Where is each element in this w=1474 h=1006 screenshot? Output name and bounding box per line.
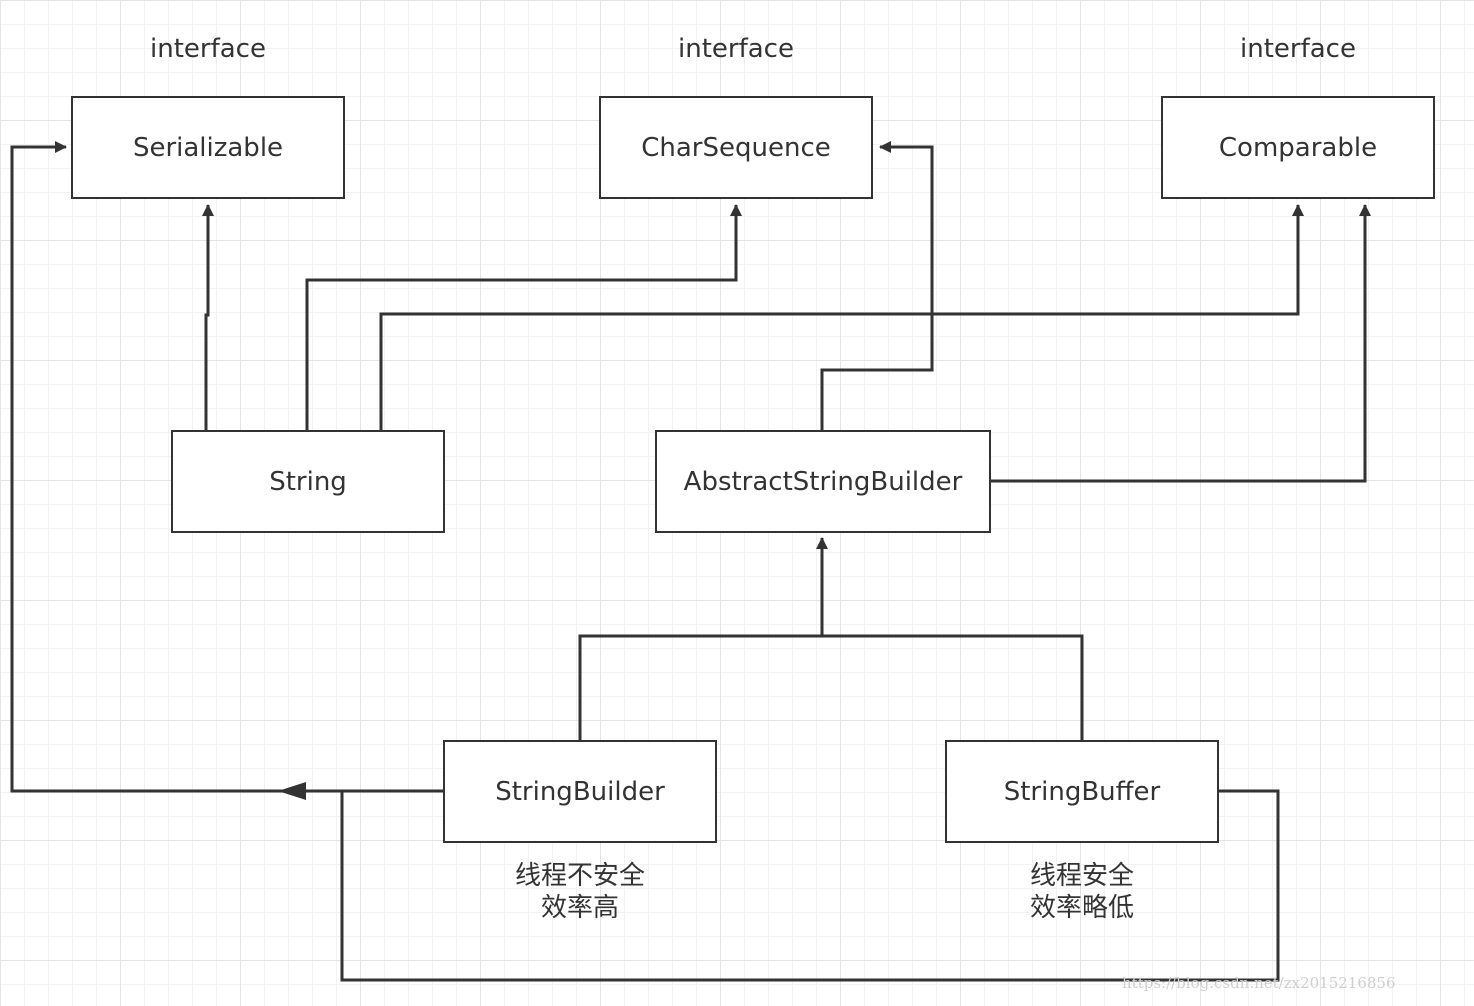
stereotype-serializable: interface — [150, 34, 266, 64]
node-comparable[interactable]: Comparable — [1161, 96, 1435, 199]
edge-midline-arrow — [278, 782, 306, 800]
note-line-thread-safety: 线程不安全 — [514, 861, 645, 891]
edge-string-comparable — [379, 204, 1304, 430]
watermark: https://blog.csdn.net/zx2015216856 — [1122, 974, 1396, 992]
edge-string-serializable — [202, 204, 214, 430]
node-stringbuilder[interactable]: StringBuilder — [443, 740, 717, 843]
node-charsequence[interactable]: CharSequence — [599, 96, 873, 199]
note-stringbuilder: 线程不安全 效率高 — [443, 860, 717, 924]
edge-builders-bus — [578, 634, 1084, 740]
node-label: Comparable — [1218, 132, 1378, 163]
node-stringbuffer[interactable]: StringBuffer — [945, 740, 1219, 843]
note-line-efficiency: 效率高 — [540, 893, 619, 923]
edge-stringbuffer-serializable — [340, 789, 1280, 982]
node-abstractstringbuilder[interactable]: AbstractStringBuilder — [655, 430, 991, 533]
node-label: StringBuffer — [1003, 776, 1161, 807]
edge-asb-comparable — [990, 204, 1371, 483]
node-label: AbstractStringBuilder — [683, 466, 963, 497]
note-stringbuffer: 线程安全 效率略低 — [945, 860, 1219, 924]
edge-stringbuilder-serializable — [10, 141, 444, 793]
edge-string-charsequence — [305, 204, 742, 430]
node-label: StringBuilder — [495, 776, 665, 807]
node-string[interactable]: String — [171, 430, 445, 533]
node-label: String — [269, 466, 347, 497]
node-serializable[interactable]: Serializable — [71, 96, 345, 199]
node-label: Serializable — [132, 132, 284, 163]
stereotype-comparable: interface — [1240, 34, 1356, 64]
node-label: CharSequence — [641, 132, 831, 163]
edge-asb-charsequence — [820, 141, 934, 430]
stereotype-charsequence: interface — [678, 34, 794, 64]
note-line-thread-safety: 线程安全 — [1029, 861, 1134, 891]
note-line-efficiency: 效率略低 — [1029, 893, 1134, 923]
